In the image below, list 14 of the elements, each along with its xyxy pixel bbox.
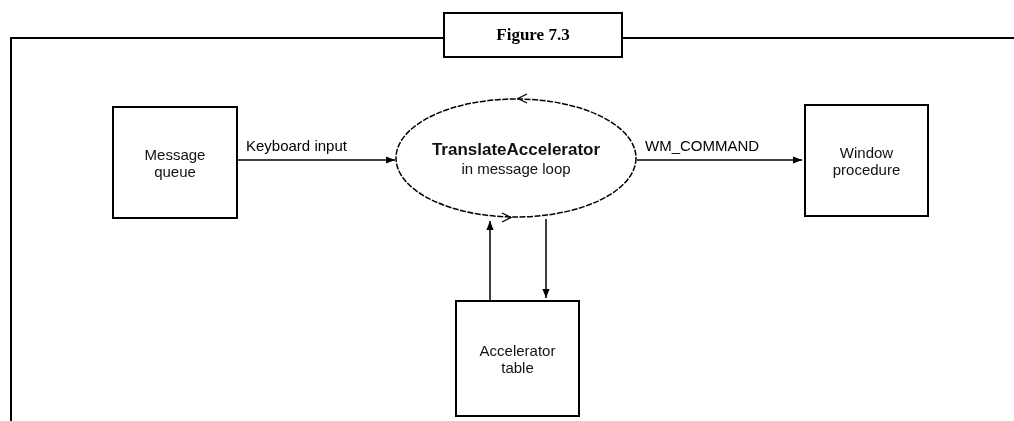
node-label: Message queue [143,145,207,180]
node-label: Window procedure [831,143,902,178]
process-box [804,104,929,217]
node-label: TranslateAccelerator [431,139,601,160]
arrow [542,218,550,299]
arrow [636,156,803,164]
figure-title: Figure 7.3 [443,12,623,58]
edge-label: Keyboard input [244,137,349,154]
arrow [486,220,494,301]
arrow [237,156,396,164]
process-box [112,106,238,219]
node-label: Accelerator table [479,341,556,376]
node-sublabel: in message loop [461,159,571,177]
process-box [455,300,580,417]
